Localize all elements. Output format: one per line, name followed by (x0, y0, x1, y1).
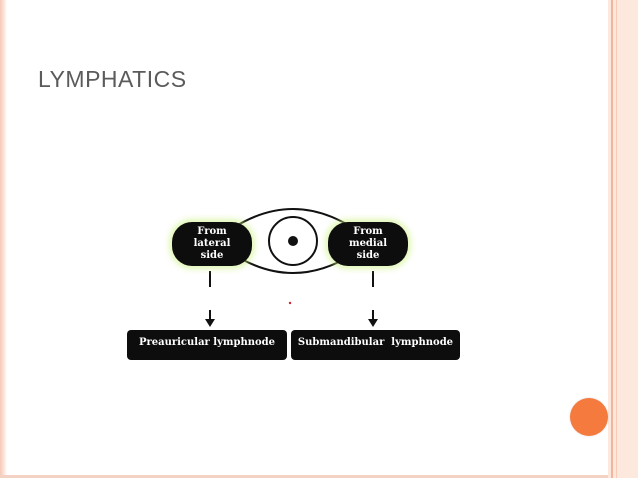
border-line (611, 0, 613, 478)
red-mark (288, 301, 292, 305)
node-label: Preauricular lymphnode (138, 337, 276, 348)
arrowhead (205, 319, 215, 327)
slide-bottom-border (0, 475, 608, 478)
slide-title: LYMPHATICS (38, 66, 187, 92)
node-preauricular-lymphnode: Preauricular lymphnode (127, 330, 287, 360)
slide-right-border (608, 0, 638, 478)
lymphatics-diagram: From lateral side From medial side Preau… (120, 195, 470, 370)
node-lateral-side: From lateral side (172, 222, 252, 266)
node-label: Submandibular lymphnode (297, 337, 454, 348)
pupil (288, 236, 298, 246)
node-label: From medial side (348, 226, 387, 261)
slide-left-border (0, 0, 7, 478)
node-medial-side: From medial side (328, 222, 408, 266)
arrowhead (368, 319, 378, 327)
border-line (616, 0, 617, 478)
node-label: From lateral side (193, 226, 231, 261)
accent-circle (570, 398, 608, 436)
node-submandibular-lymphnode: Submandibular lymphnode (291, 330, 460, 360)
